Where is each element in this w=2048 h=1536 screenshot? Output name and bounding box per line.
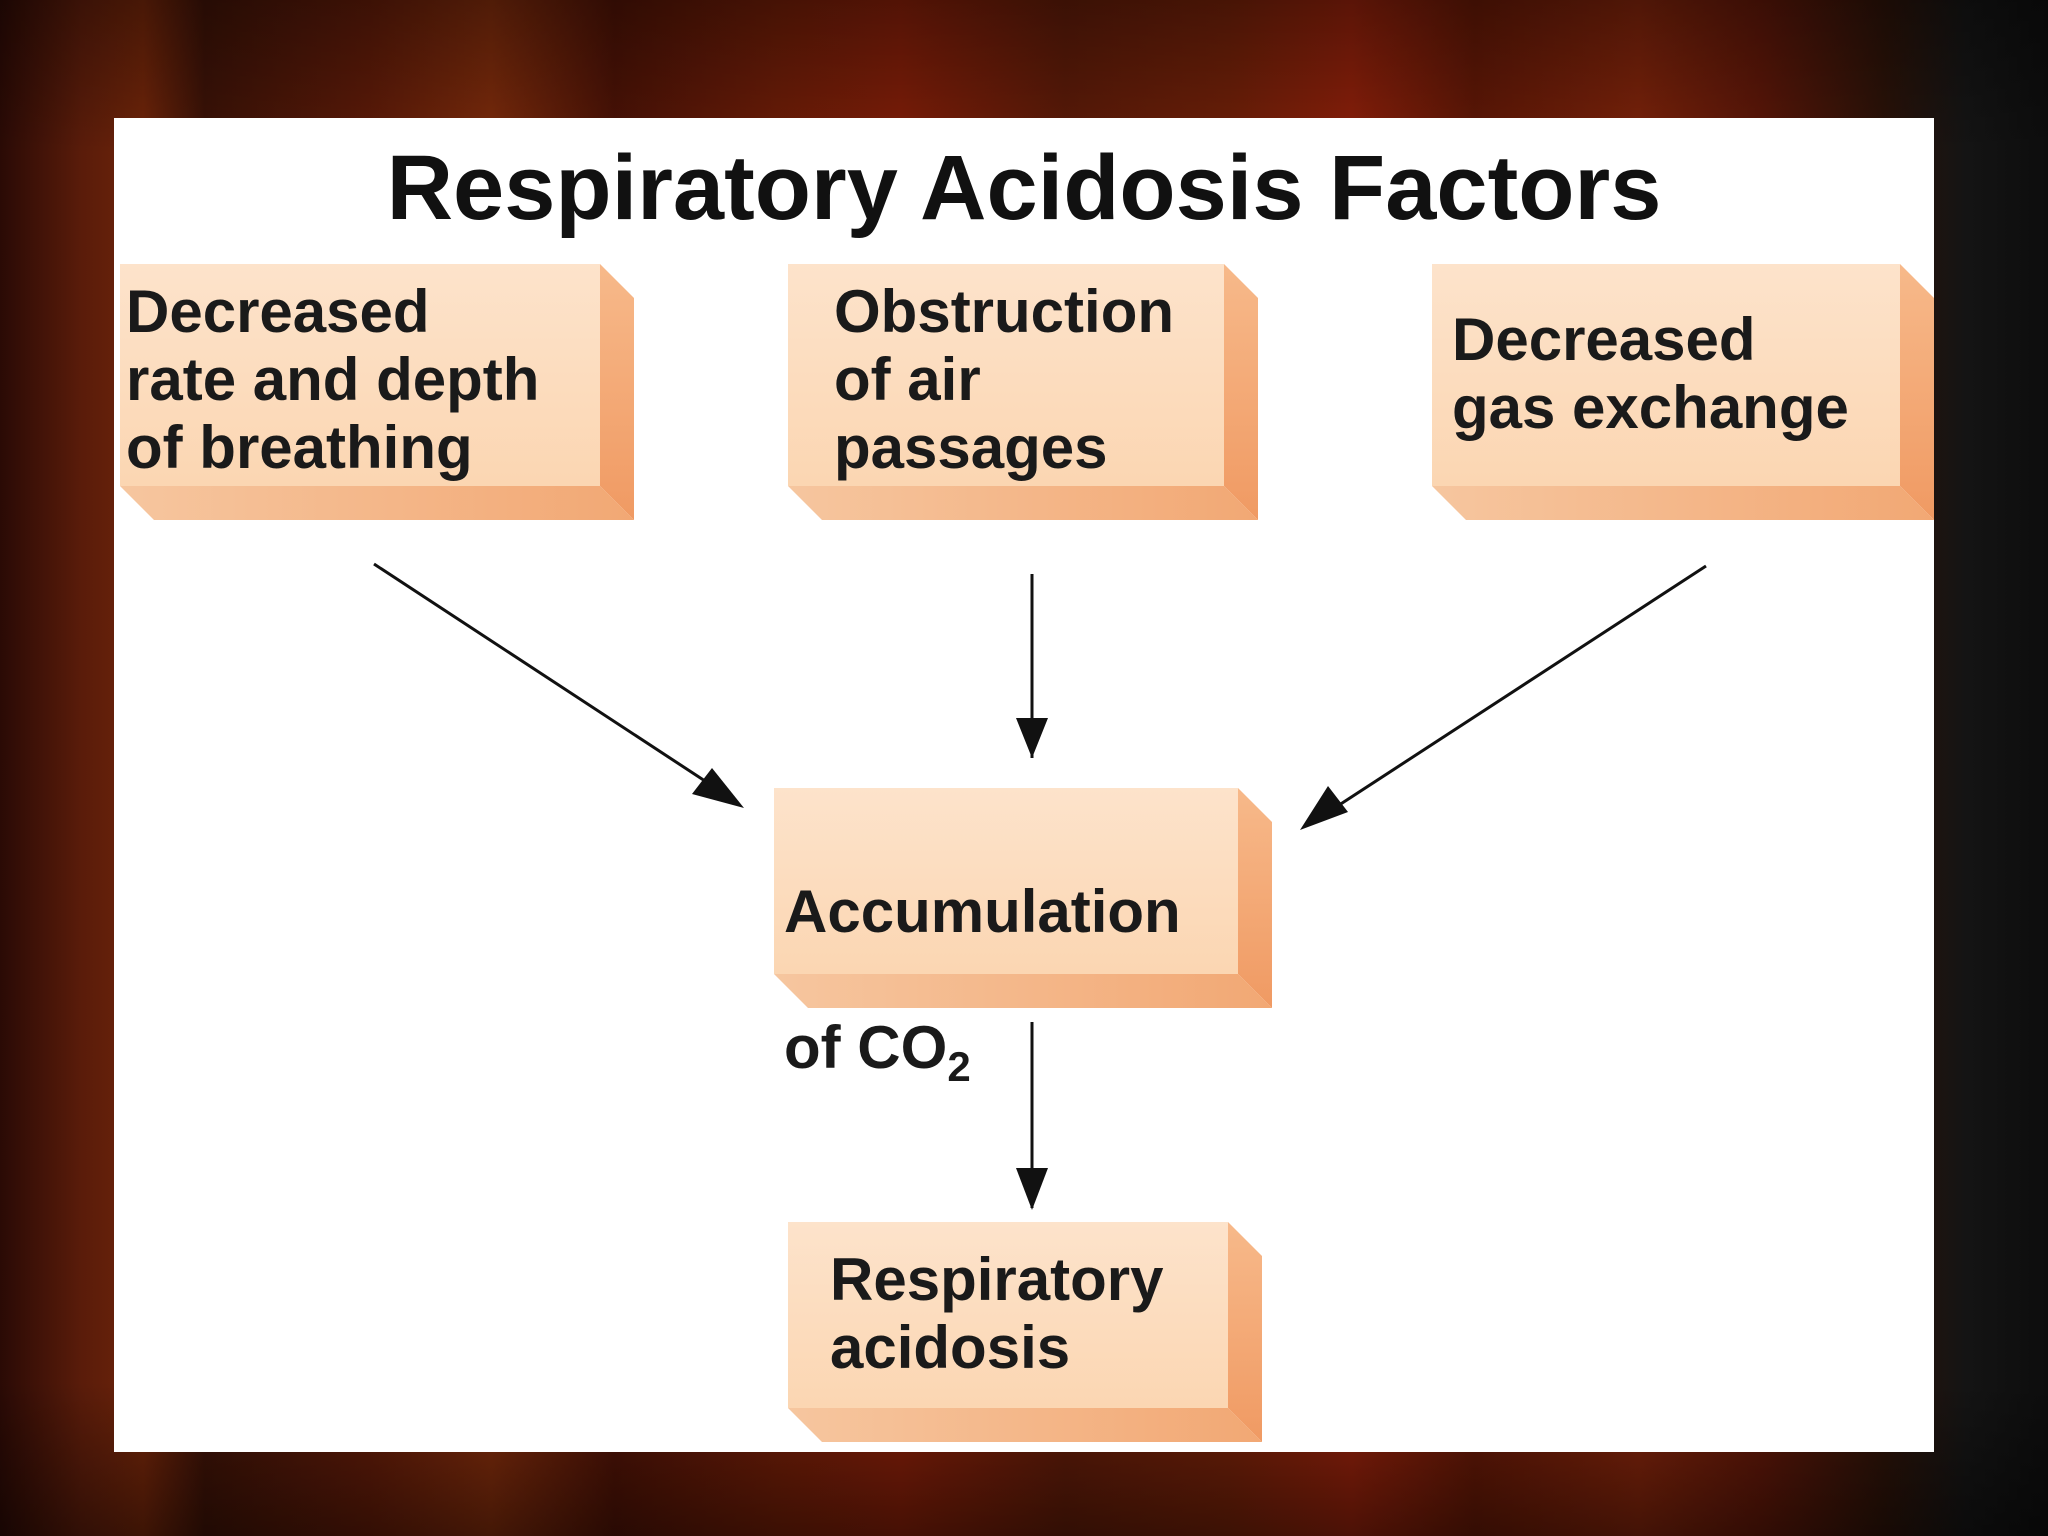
diagram-title: Respiratory Acidosis Factors bbox=[386, 137, 1662, 239]
accumulation-label: Accumulation of CO2 bbox=[784, 810, 1238, 1150]
arrow-accumulation-to-outcome bbox=[1016, 1022, 1048, 1210]
factor-box-gas-exchange: Decreased gas exchange bbox=[1432, 264, 1900, 486]
factor-label-gas-exchange: Decreased gas exchange bbox=[1452, 306, 1849, 441]
accumulation-line-2: of CO2 bbox=[784, 1014, 1238, 1088]
accumulation-line-1: Accumulation bbox=[784, 878, 1181, 945]
outcome-box: Respiratory acidosis bbox=[788, 1222, 1228, 1408]
slide-canvas: Respiratory Acidosis Factors Decreased r… bbox=[114, 118, 1934, 1452]
arrow-gas-exchange-to-accumulation bbox=[1300, 564, 1707, 830]
factor-box-breathing: Decreased rate and depth of breathing bbox=[120, 264, 600, 486]
factor-box-obstruction: Obstruction of air passages bbox=[788, 264, 1224, 486]
arrow-breathing-to-accumulation bbox=[373, 562, 744, 808]
flow-arrows bbox=[373, 562, 1707, 1210]
factor-label-obstruction: Obstruction of air passages bbox=[834, 278, 1174, 481]
factor-label-breathing: Decreased rate and depth of breathing bbox=[126, 278, 540, 481]
accumulation-box: Accumulation of CO2 bbox=[774, 788, 1238, 1088]
outcome-label: Respiratory acidosis bbox=[830, 1246, 1164, 1381]
accumulation-co-text: of CO bbox=[784, 1014, 948, 1081]
co2-subscript: 2 bbox=[947, 1043, 971, 1090]
arrow-obstruction-to-accumulation bbox=[1016, 574, 1048, 758]
